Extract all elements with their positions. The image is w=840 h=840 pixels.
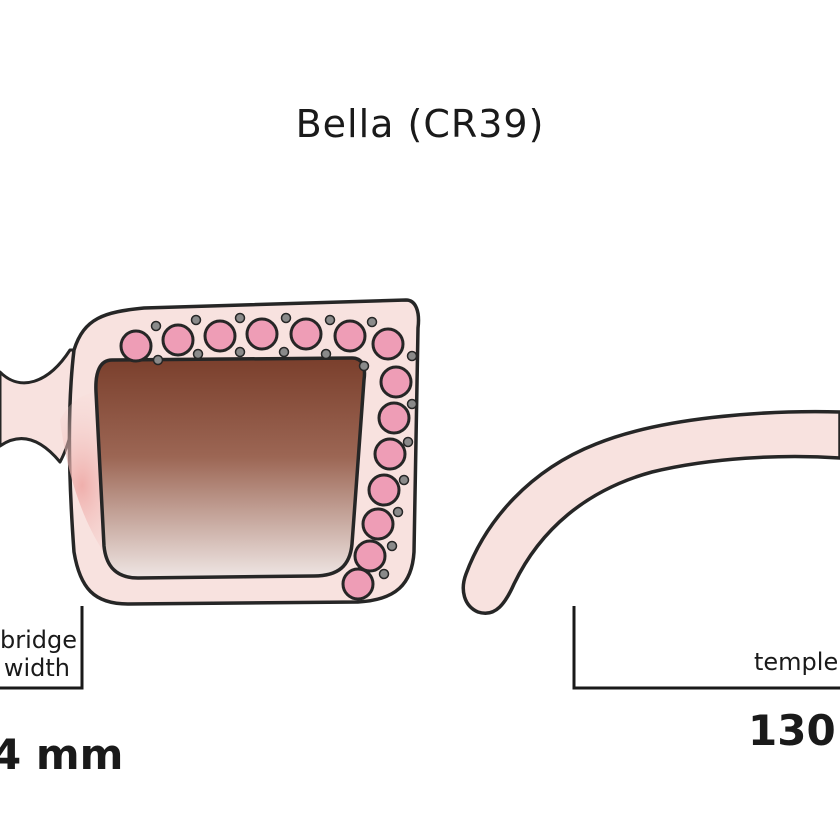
- gem: [379, 365, 413, 399]
- gem: [289, 317, 323, 351]
- lens: [94, 356, 367, 580]
- stud: [406, 350, 418, 362]
- gem: [203, 319, 237, 353]
- gem: [161, 323, 195, 357]
- gem: [353, 539, 387, 573]
- stud: [190, 314, 202, 326]
- stud: [386, 540, 398, 552]
- gem: [371, 327, 405, 361]
- stud: [320, 348, 332, 360]
- stud: [280, 312, 292, 324]
- bridge-width-value: 4 mm: [0, 730, 124, 779]
- bridge-label-line1: bridge: [0, 626, 78, 654]
- stud: [398, 474, 410, 486]
- stud: [152, 354, 164, 366]
- stud: [392, 506, 404, 518]
- stud: [324, 314, 336, 326]
- stud: [234, 312, 246, 324]
- gem: [367, 473, 401, 507]
- gem-decorations: [119, 312, 418, 601]
- stud: [378, 568, 390, 580]
- temple-bracket: [572, 606, 840, 690]
- stud: [358, 360, 370, 372]
- bridge-bracket: [0, 606, 84, 690]
- stud: [234, 346, 246, 358]
- stud: [278, 346, 290, 358]
- gem: [245, 317, 279, 351]
- stud: [150, 320, 162, 332]
- page-title: Bella (CR39): [295, 102, 545, 146]
- stud: [192, 348, 204, 360]
- gem: [341, 567, 375, 601]
- gem: [119, 329, 153, 363]
- bridge-label-line2: width: [3, 654, 70, 682]
- temple-label: temple: [754, 648, 839, 676]
- gem: [361, 507, 395, 541]
- gem: [377, 401, 411, 435]
- stud: [402, 436, 414, 448]
- gem: [373, 437, 407, 471]
- stud: [366, 316, 378, 328]
- temple-length-value: 130: [748, 706, 836, 755]
- temple-arm: [461, 409, 840, 615]
- gem: [333, 319, 367, 353]
- stud: [406, 398, 418, 410]
